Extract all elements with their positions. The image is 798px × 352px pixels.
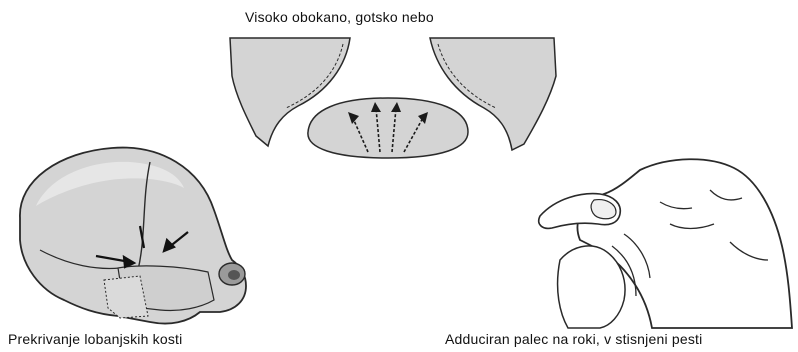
skull-figure — [0, 140, 270, 330]
hand-figure — [520, 150, 798, 330]
eye-socket-inner — [228, 270, 240, 280]
skull-caption: Prekrivanje lobanjskih kosti — [8, 331, 182, 347]
palate-caption: Visoko obokano, gotsko nebo — [245, 9, 434, 25]
palate-icon — [228, 36, 558, 166]
hand-icon — [520, 150, 798, 330]
hand-caption: Adduciran palec na roki, v stisnjeni pes… — [445, 331, 702, 347]
skull-icon — [0, 140, 270, 330]
central-palate-shape — [308, 98, 468, 158]
high-arched-palate-figure — [228, 36, 558, 166]
